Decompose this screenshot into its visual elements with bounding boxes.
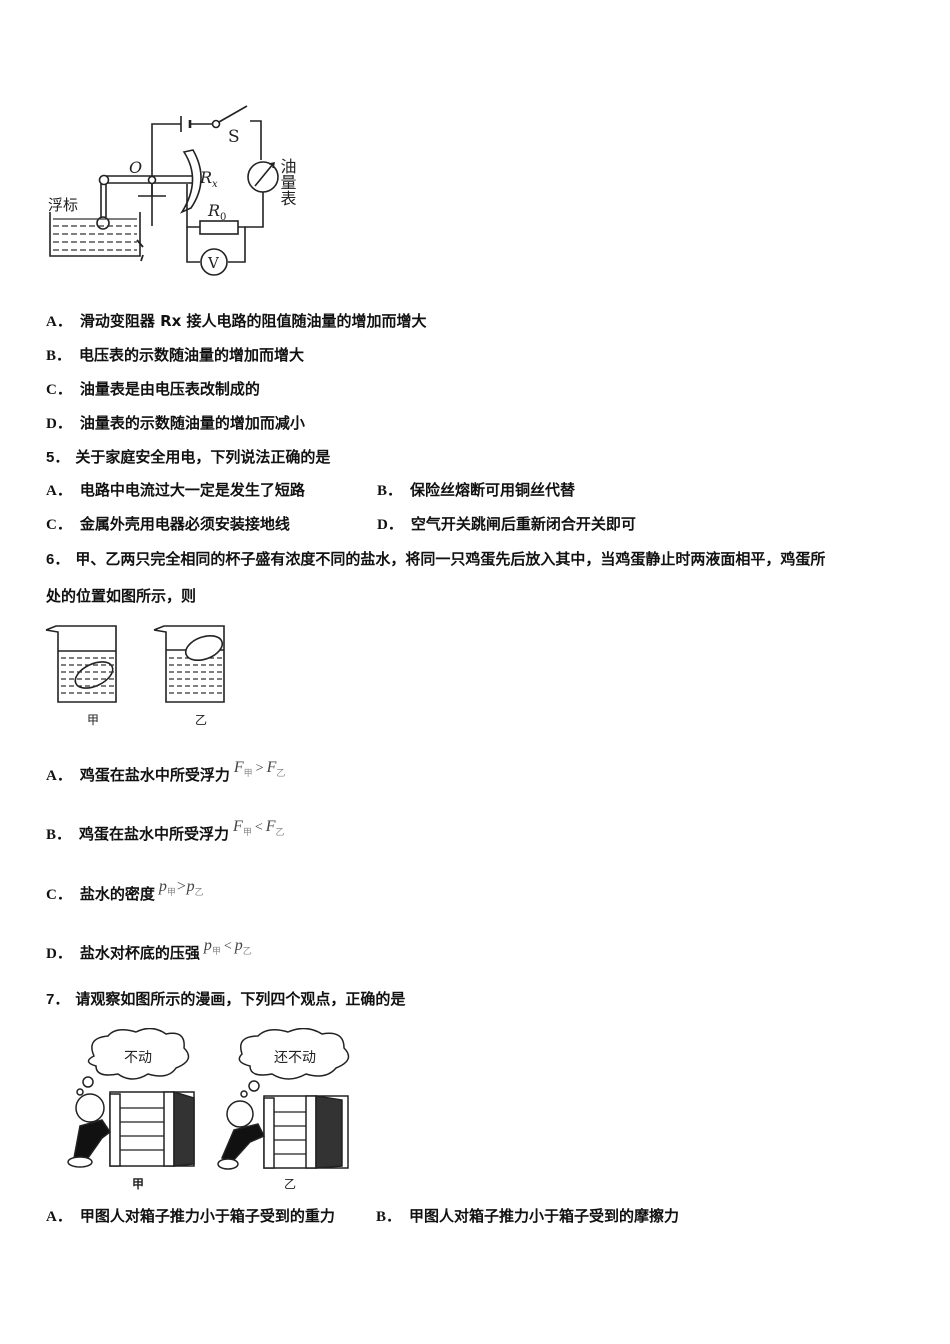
option-label: C． <box>46 887 72 903</box>
question-text: 处的位置如图所示，则 <box>46 587 197 605</box>
circuit-diagram: 浮标 O S Rx R0 V 油量表 <box>48 105 297 276</box>
q4-option-c: C． 油量表是由电压表改制成的 <box>46 379 260 400</box>
svg-text:R0: R0 <box>207 201 226 223</box>
formula: p甲>p乙 <box>158 878 204 898</box>
cartoon-label-yi: 乙 <box>284 1177 296 1191</box>
q6-stem-line1: 6． 甲、乙两只完全相同的杯子盛有浓度不同的盐水，将同一只鸡蛋先后放入其中，当鸡蛋… <box>46 549 825 570</box>
option-text: 电路中电流过大一定是发生了短路 <box>79 481 305 499</box>
pivot-label: O <box>129 158 142 177</box>
option-label: A． <box>46 314 72 330</box>
r0-sub: 0 <box>220 212 226 223</box>
option-label: A． <box>46 768 72 784</box>
option-text: 保险丝熔断可用铜丝代替 <box>410 481 576 499</box>
q5-option-d: D． 空气开关跳闸后重新闭合开关即可 <box>377 514 636 535</box>
q6-stem-line2: 处的位置如图所示，则 <box>46 586 196 606</box>
option-text: 金属外壳用电器必须安装接地线 <box>79 515 290 533</box>
svg-text:Rx: Rx <box>199 168 218 190</box>
q5-option-a: A． 电路中电流过大一定是发生了短路 <box>46 480 305 501</box>
q7-stem: 7． 请观察如图所示的漫画，下列四个观点，正确的是 <box>46 989 405 1010</box>
float-label: 浮标 <box>48 196 78 214</box>
q4-option-d: D． 油量表的示数随油量的增加而减小 <box>46 413 305 434</box>
option-label: D． <box>46 416 72 432</box>
q7-option-a: A． 甲图人对箱子推力小于箱子受到的重力 <box>46 1206 335 1227</box>
egg-beakers-figure: 甲 乙 <box>44 620 244 732</box>
oil-gauge-circuit-figure: 浮标 O S Rx R0 V 油量表 <box>44 100 324 280</box>
option-text: 盐水对杯底的压强 <box>79 944 200 962</box>
question-number: 6． <box>46 551 70 568</box>
q5-stem: 5． 关于家庭安全用电，下列说法正确的是 <box>46 447 330 468</box>
formula: F甲<F乙 <box>233 818 285 838</box>
option-label: B． <box>46 827 72 843</box>
option-text: 鸡蛋在盐水中所受浮力 <box>79 766 230 784</box>
option-text: 电压表的示数随油量的增加而增大 <box>79 346 305 364</box>
option-label: D． <box>46 946 72 962</box>
question-text: 关于家庭安全用电，下列说法正确的是 <box>75 448 331 466</box>
question-number: 5． <box>46 449 70 466</box>
voltmeter-label: V <box>207 254 220 272</box>
option-label: B． <box>377 483 403 499</box>
beaker-label-yi: 乙 <box>195 713 207 727</box>
r0-label: R <box>207 201 220 220</box>
rx-sub: x <box>212 179 218 190</box>
option-label: B． <box>46 348 72 364</box>
question-number: 7． <box>46 991 70 1008</box>
option-text: 鸡蛋在盐水中所受浮力 <box>79 825 230 843</box>
option-label: A． <box>46 483 72 499</box>
option-text: 甲图人对箱子推力小于箱子受到的重力 <box>79 1207 335 1225</box>
formula: p甲<p乙 <box>203 937 252 957</box>
cartoon-label-jia: 甲 <box>132 1177 144 1191</box>
q4-option-a: A． 滑动变阻器 Rx 接人电路的阻值随油量的增加而增大 <box>46 311 427 332</box>
option-text: 油量表是由电压表改制成的 <box>79 380 260 398</box>
option-text: 盐水的密度 <box>79 885 155 903</box>
question-text: 甲、乙两只完全相同的杯子盛有浓度不同的盐水，将同一只鸡蛋先后放入其中，当鸡蛋静止… <box>75 550 826 568</box>
question-text: 请观察如图所示的漫画，下列四个观点，正确的是 <box>75 990 406 1008</box>
option-label: B． <box>376 1209 402 1225</box>
rx-label: R <box>199 168 212 187</box>
option-text: 甲图人对箱子推力小于箱子受到的摩擦力 <box>409 1207 680 1225</box>
q4-option-b: B． 电压表的示数随油量的增加而增大 <box>46 345 304 366</box>
bubble-left-text: 不动 <box>124 1050 152 1066</box>
option-text: 油量表的示数随油量的增加而减小 <box>79 414 305 432</box>
option-text: 空气开关跳闸后重新闭合开关即可 <box>410 515 636 533</box>
beaker-label-jia: 甲 <box>87 713 99 727</box>
formula: F甲>F乙 <box>233 759 286 779</box>
q5-option-b: B． 保险丝熔断可用铜丝代替 <box>377 480 575 501</box>
option-label: D． <box>377 517 403 533</box>
option-label: A． <box>46 1209 72 1225</box>
bubble-right-text: 还不动 <box>274 1050 316 1066</box>
gauge-label: 油量表 <box>278 158 297 206</box>
pushing-box-cartoon: 不动 还不动 甲 乙 <box>44 1028 394 1193</box>
switch-label: S <box>228 127 240 147</box>
option-label: C． <box>46 517 72 533</box>
q5-option-c: C． 金属外壳用电器必须安装接地线 <box>46 514 290 535</box>
option-label: C． <box>46 382 72 398</box>
option-text: 滑动变阻器 Rx 接人电路的阻值随油量的增加而增大 <box>79 312 427 330</box>
q7-option-b: B． 甲图人对箱子推力小于箱子受到的摩擦力 <box>376 1206 679 1227</box>
